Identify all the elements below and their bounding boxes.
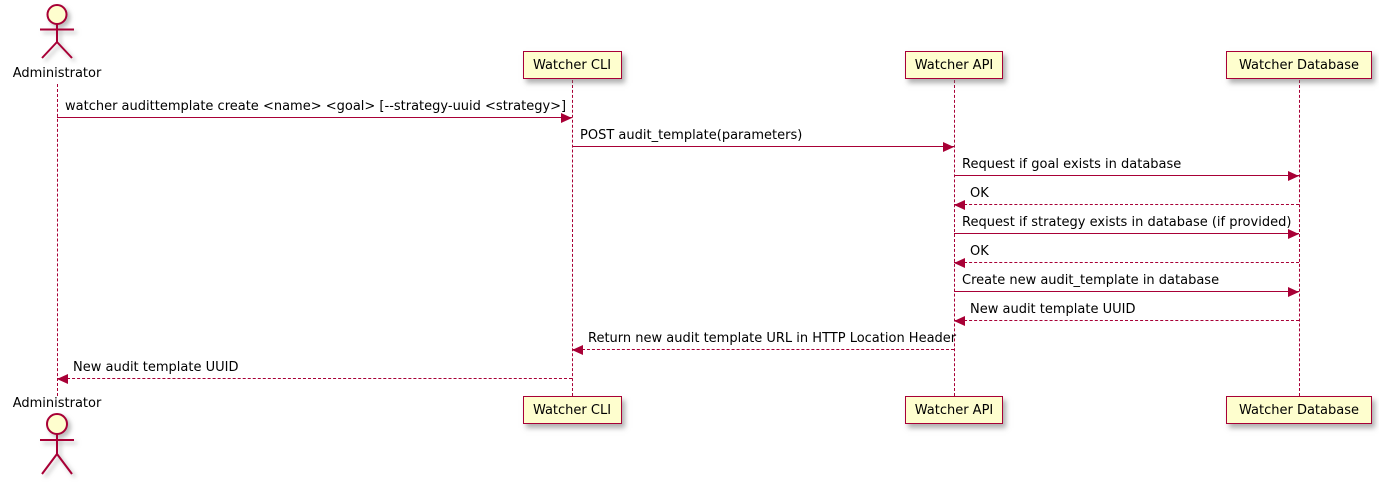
arrowhead-7 (1288, 286, 1299, 297)
arrowhead-5 (1288, 228, 1299, 239)
message-label-6: OK (970, 244, 989, 259)
message-label-10: New audit template UUID (73, 360, 239, 375)
message-line-5 (954, 233, 1299, 234)
lifeline-watcher-api (954, 80, 955, 396)
arrowhead-1 (561, 112, 572, 123)
participant-box-top-watcher-api: Watcher API (905, 51, 1003, 79)
actor-label-bottom: Administrator (12, 396, 102, 411)
arrowhead-8 (954, 315, 965, 326)
participant-box-top-watcher-database: Watcher Database (1226, 51, 1372, 79)
message-label-7: Create new audit_template in database (962, 273, 1220, 288)
message-line-7 (954, 291, 1299, 292)
message-label-3: Request if goal exists in database (962, 157, 1182, 172)
lifeline-watcher-cli (572, 80, 573, 396)
message-line-1 (57, 117, 572, 118)
message-label-2: POST audit_template(parameters) (580, 128, 803, 143)
arrowhead-10 (57, 373, 68, 384)
arrowhead-2 (943, 141, 954, 152)
participant-box-bottom-watcher-api: Watcher API (905, 396, 1003, 424)
message-line-8 (954, 320, 1299, 321)
participant-box-bottom-watcher-cli: Watcher CLI (522, 396, 622, 424)
arrowhead-6 (954, 257, 965, 268)
actor-icon-top (40, 4, 74, 59)
message-label-8: New audit template UUID (970, 302, 1136, 317)
arrowhead-9 (572, 344, 583, 355)
message-line-6 (954, 262, 1299, 263)
message-line-3 (954, 175, 1299, 176)
message-label-1: watcher audittemplate create <name> <goa… (65, 99, 567, 114)
message-label-5: Request if strategy exists in database (… (962, 215, 1292, 230)
participant-box-bottom-watcher-database: Watcher Database (1226, 396, 1372, 424)
actor-icon-bottom (40, 413, 74, 475)
actor-label-top: Administrator (12, 66, 102, 81)
arrowhead-4 (954, 199, 965, 210)
lifeline-administrator (57, 84, 58, 396)
message-label-4: OK (970, 186, 989, 201)
message-line-9 (572, 349, 954, 350)
message-line-4 (954, 204, 1299, 205)
lifeline-watcher-database (1299, 80, 1300, 396)
message-line-10 (57, 378, 572, 379)
arrowhead-3 (1288, 170, 1299, 181)
message-line-2 (572, 146, 954, 147)
participant-box-top-watcher-cli: Watcher CLI (522, 51, 622, 79)
message-label-9: Return new audit template URL in HTTP Lo… (588, 331, 957, 346)
